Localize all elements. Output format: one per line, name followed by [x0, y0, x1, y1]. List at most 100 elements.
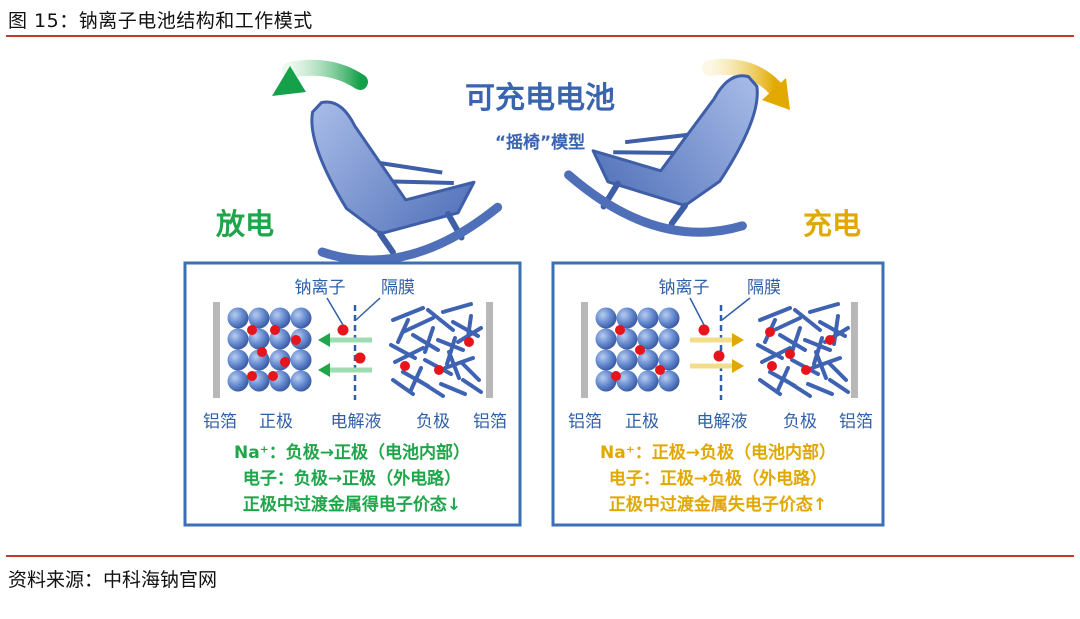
ion-arrows: [690, 333, 744, 373]
carbon-layer: [810, 356, 842, 370]
top-rule: [6, 35, 1074, 37]
electrode-particle: [227, 328, 249, 350]
foil-right-label: 铝箔: [473, 412, 507, 432]
carbon-layer: [758, 306, 792, 322]
charge-line-3: 正极中过渡金属失电子价态↑: [609, 494, 827, 515]
carbon-layer: [828, 378, 850, 394]
electrode-particle: [616, 349, 638, 371]
carbon-layer: [416, 378, 445, 398]
carbon-layer: [426, 308, 455, 332]
carbon-layer: [443, 356, 475, 370]
ion-label: 钠离子: [659, 278, 710, 298]
sodium-ion: [337, 324, 349, 336]
charge-line-1: Na⁺：正极→负极（电池内部）: [600, 442, 836, 463]
electrode-particle: [658, 307, 680, 329]
sodium-ion: [270, 325, 280, 335]
discharge-panel: 钠离子 隔膜 铝箔 正极 电解液 负极 铝箔 Na⁺：负极→正极（电池内部） 电…: [183, 261, 522, 527]
sodium-ion: [698, 324, 710, 336]
foil-left-label: 铝箔: [568, 412, 602, 432]
separator-label: 隔膜: [381, 278, 415, 298]
sodium-ion: [257, 347, 267, 357]
sodium-ion: [713, 350, 725, 362]
sodium-ion: [464, 337, 474, 347]
ion-arrows: [318, 333, 372, 377]
electrode-particle: [269, 307, 291, 329]
figure-title: 图 15：钠离子电池结构和工作模式: [8, 10, 313, 32]
negative-electrode: [756, 302, 850, 398]
separator-label: 隔膜: [747, 278, 781, 298]
sodium-ion: [655, 365, 665, 375]
sodium-ion: [785, 349, 795, 359]
sodium-ion: [825, 335, 835, 345]
electrode-particle: [595, 307, 617, 329]
foil-left: [581, 302, 588, 398]
negative-label: 负极: [416, 412, 450, 432]
sodium-ion: [268, 371, 278, 381]
carbon-layer: [758, 378, 782, 396]
electrode-particle: [616, 370, 638, 392]
carbon-layer: [461, 378, 483, 394]
carbon-layer: [391, 378, 415, 396]
electrode-particle: [658, 349, 680, 371]
charge-line-2: 电子：正极→负极（外电路）: [609, 468, 827, 489]
electrode-particle: [658, 328, 680, 350]
carbon-layer: [393, 346, 425, 364]
carbon-layer: [396, 318, 410, 344]
electrolyte-label: 电解液: [697, 412, 748, 432]
carbon-layer: [812, 336, 824, 366]
carbon-layer: [793, 308, 822, 332]
foil-right: [486, 302, 493, 398]
carbon-layer: [776, 366, 790, 392]
carbon-layer: [790, 326, 802, 354]
carbon-layer: [401, 316, 435, 334]
header-sub: “摇椅”模型: [495, 132, 585, 153]
header-main: 可充电电池: [465, 81, 615, 116]
electrode-particle: [290, 307, 312, 329]
electrode-particle: [227, 370, 249, 392]
sodium-ion: [767, 361, 777, 371]
carbon-layer: [803, 338, 832, 352]
electrode-particle: [637, 349, 659, 371]
discharge-line-3: 正极中过渡金属得电子价态↓: [243, 494, 461, 515]
carbon-layer: [768, 316, 802, 334]
sodium-ion: [280, 357, 290, 367]
foil-right-label: 铝箔: [839, 412, 873, 432]
electrode-particle: [248, 307, 270, 329]
negative-electrode: [389, 302, 483, 398]
carbon-layer: [808, 302, 840, 314]
rocking-chair-right: [564, 74, 759, 237]
sodium-ion: [765, 327, 775, 337]
positive-label: 正极: [259, 412, 293, 432]
electrode-particle: [658, 370, 680, 392]
ion-label: 钠离子: [295, 278, 346, 298]
sodium-ion: [247, 371, 257, 381]
positive-electrode: [227, 307, 312, 392]
sodium-ion: [291, 335, 301, 345]
carbon-layer: [411, 333, 440, 352]
electrode-particle: [227, 307, 249, 329]
sodium-ion: [611, 371, 621, 381]
source-note: 资料来源：中科海钠官网: [8, 569, 218, 591]
sodium-ion: [400, 361, 410, 371]
positive-label: 正极: [625, 412, 659, 432]
electrode-particle: [290, 370, 312, 392]
carbon-layer: [445, 336, 457, 366]
electrolyte-label: 电解液: [331, 412, 382, 432]
negative-label: 负极: [783, 412, 817, 432]
charge-curved-arrow: [702, 58, 790, 110]
electrode-particle: [227, 349, 249, 371]
rocking-chair-left: [310, 100, 503, 265]
bottom-rule: [6, 555, 1074, 557]
carbon-layer: [461, 362, 481, 382]
discharge-line-2: 电子：负极→正极（外电路）: [243, 468, 461, 489]
foil-left-label: 铝箔: [203, 412, 237, 432]
discharge-title: 放电: [215, 207, 274, 241]
carbon-layer: [760, 346, 792, 364]
electrode-particle: [595, 328, 617, 350]
carbon-layer: [828, 362, 848, 382]
carbon-layer: [778, 333, 807, 352]
sodium-ion: [615, 325, 625, 335]
discharge-curved-arrow: [272, 59, 368, 96]
sodium-ion: [247, 325, 257, 335]
